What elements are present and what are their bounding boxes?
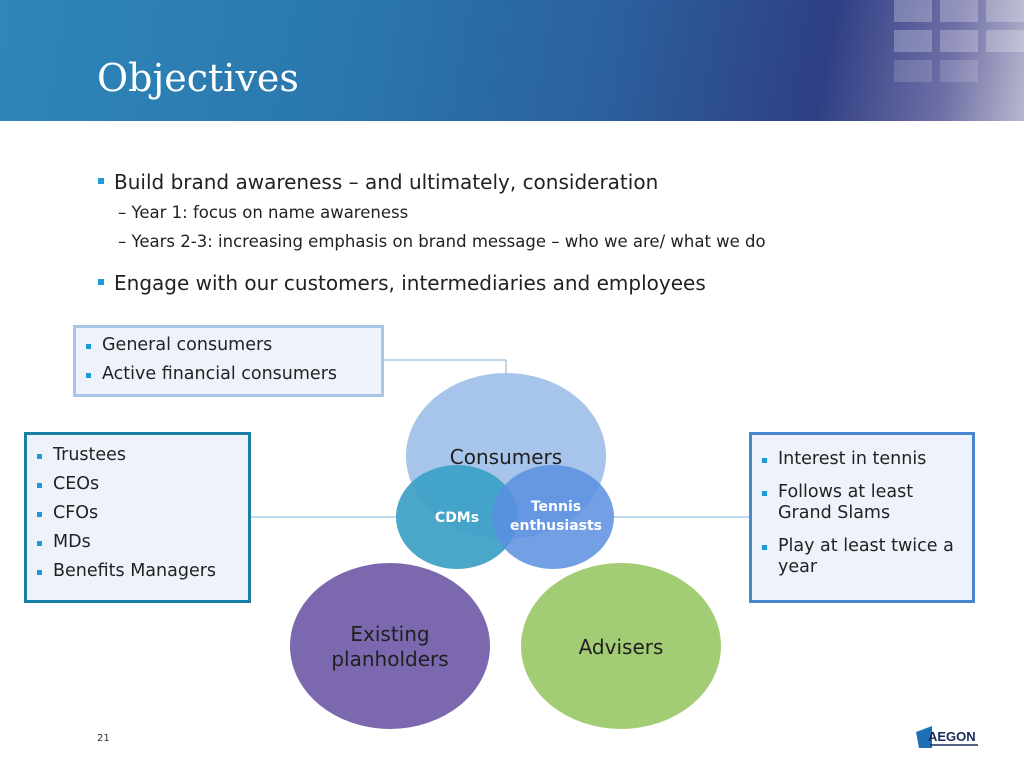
list-item: Benefits Managers (33, 561, 248, 582)
bullet-text: Build brand awareness – and ultimately, … (114, 170, 659, 194)
existing-label-line1: Existing (350, 622, 430, 646)
page-number: 21 (97, 733, 110, 744)
list-item-text: CEOs (53, 474, 100, 494)
aegon-logo: AEGON (916, 726, 980, 750)
list-item: Interest in tennis (758, 449, 964, 470)
advisers-circle (521, 563, 721, 729)
list-item-text: Interest in tennis (778, 449, 927, 469)
sub-bullet-years2-3: – Years 2-3: increasing emphasis on bran… (118, 232, 766, 251)
advisers-label: Advisers (578, 635, 664, 659)
list-item: MDs (33, 532, 248, 553)
list-item-text: MDs (53, 532, 91, 552)
tennis-enthusiasts-circle (492, 465, 614, 569)
dash-marker: – (118, 203, 127, 222)
cdms-circle (396, 465, 518, 569)
list-item: CFOs (33, 503, 248, 524)
bullet-brand-awareness: Build brand awareness – and ultimately, … (98, 170, 658, 194)
tennis-criteria-box: Interest in tennis Follows at least Gran… (749, 432, 975, 603)
title-banner (0, 0, 1024, 121)
consumers-criteria-box: General consumers Active financial consu… (73, 325, 384, 397)
existing-planholders-circle (290, 563, 490, 729)
tennis-label-line2: enthusiasts (509, 518, 603, 534)
consumers-label: Consumers (449, 445, 563, 469)
cdms-label: CDMs (434, 510, 480, 526)
list-item: Active financial consumers (82, 364, 381, 385)
list-item: Follows at least Grand Slams (758, 482, 964, 524)
cdms-criteria-box: Trustees CEOs CFOs MDs Benefits Managers (24, 432, 251, 603)
sub-bullet-year1: – Year 1: focus on name awareness (118, 203, 408, 222)
list-item: Play at least twice a year (758, 536, 964, 578)
bullet-text: Engage with our customers, intermediarie… (114, 271, 706, 295)
bullet-marker (98, 177, 104, 184)
list-item-text: Trustees (53, 445, 127, 465)
existing-label-line2: planholders (331, 647, 449, 671)
bullet-marker (98, 278, 104, 285)
list-item-text: General consumers (102, 335, 273, 355)
list-item-text: CFOs (53, 503, 99, 523)
list-item-text: Follows at least Grand Slams (778, 482, 914, 523)
svg-text:AEGON: AEGON (928, 729, 976, 744)
sub-bullet-text: Years 2-3: increasing emphasis on brand … (131, 232, 766, 251)
tennis-label-line1: Tennis (530, 499, 582, 516)
tennis-enthusiasts-label: Tennis enthusiasts (510, 498, 602, 536)
list-item: General consumers (82, 335, 381, 356)
list-item-text: Benefits Managers (53, 561, 217, 581)
list-item: Trustees (33, 445, 248, 466)
sub-bullet-text: Year 1: focus on name awareness (131, 203, 409, 222)
slide-title: Objectives (97, 56, 299, 100)
banner-grid-decoration (894, 0, 1024, 96)
dash-marker: – (118, 232, 127, 251)
existing-planholders-label: Existing planholders (331, 622, 448, 672)
aegon-logo-icon: AEGON (916, 726, 978, 748)
bullet-engage: Engage with our customers, intermediarie… (98, 271, 706, 295)
list-item-text: Active financial consumers (102, 364, 338, 384)
list-item: CEOs (33, 474, 248, 495)
list-item-text: Play at least twice a year (778, 536, 954, 577)
